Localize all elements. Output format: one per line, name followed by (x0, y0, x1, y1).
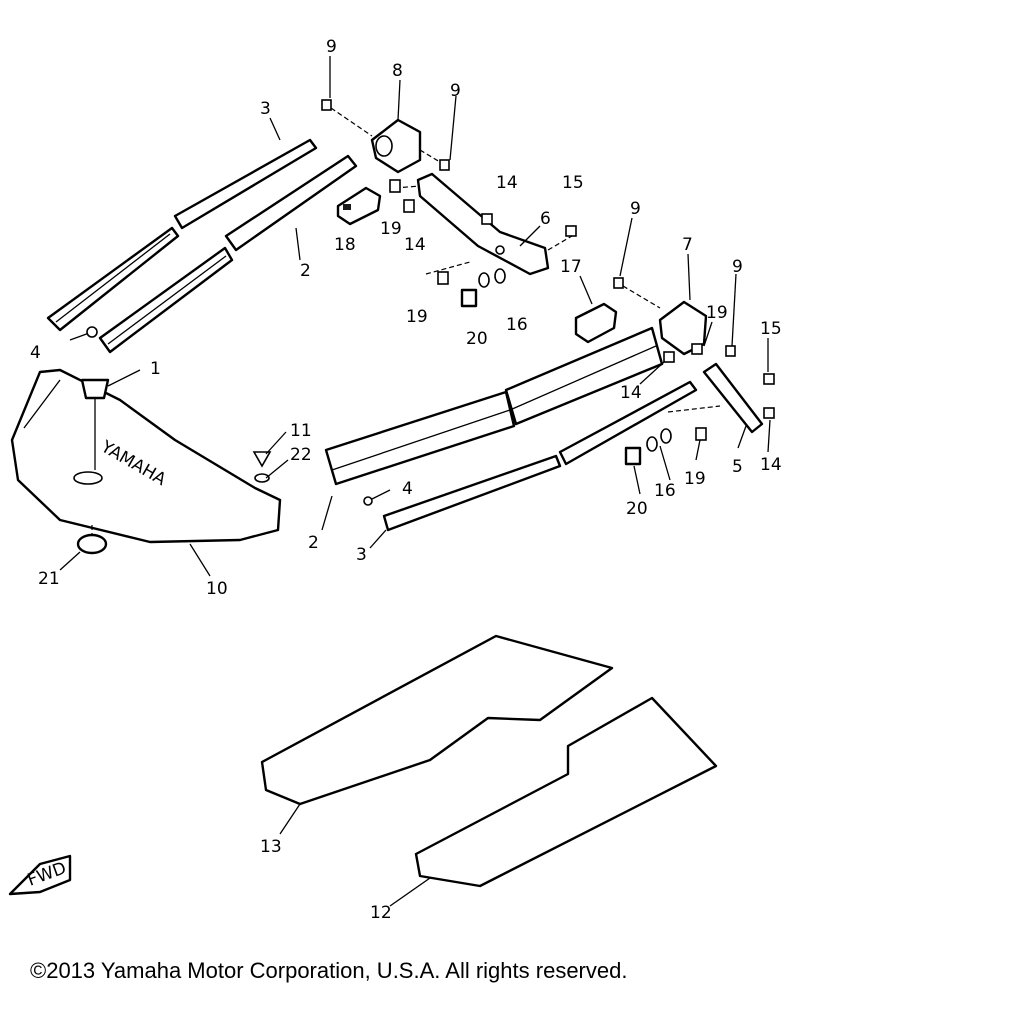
grommet-21 (76, 525, 108, 555)
callout-9: 9 (732, 257, 743, 277)
callout-22: 22 (290, 445, 312, 465)
fitting-18 (336, 186, 382, 226)
callout-15: 15 (562, 173, 584, 193)
cap-1 (80, 378, 110, 470)
callout-4: 4 (30, 343, 41, 363)
rail-2-upper (98, 154, 358, 354)
callout-9: 9 (630, 199, 641, 219)
bolts-14-upper (389, 179, 493, 225)
callout-12: 12 (370, 903, 392, 923)
rail-2-lower (324, 326, 664, 486)
callout-14: 14 (620, 383, 642, 403)
bolt-4-upper (69, 326, 98, 341)
fwd-arrow-icon: FWD (8, 854, 72, 896)
mat-12 (414, 696, 718, 888)
callout-13: 13 (260, 837, 282, 857)
bumper-10: YAMAHA (10, 368, 282, 544)
rail-3-upper (46, 138, 318, 332)
callout-16: 16 (654, 481, 676, 501)
bracket-8 (370, 118, 422, 174)
callout-19: 19 (706, 303, 728, 323)
bolt-15-upper (565, 225, 577, 237)
callout-11: 11 (290, 421, 312, 441)
callout-16: 16 (506, 315, 528, 335)
callout-2: 2 (300, 261, 311, 281)
callout-9: 9 (450, 81, 461, 101)
callout-14: 14 (760, 455, 782, 475)
mat-13 (260, 634, 614, 806)
screw-11 (252, 451, 272, 468)
callout-2: 2 (308, 533, 319, 553)
callout-4: 4 (402, 479, 413, 499)
hardware-19-20-16-lower (624, 427, 707, 466)
copyright-notice: ©2013 Yamaha Motor Corporation, U.S.A. A… (30, 958, 628, 983)
callout-3: 3 (356, 545, 367, 565)
bolt-9-a (321, 99, 373, 137)
callout-19: 19 (406, 307, 428, 327)
callout-9: 9 (326, 37, 337, 57)
callout-19: 19 (684, 469, 706, 489)
callout-21: 21 (38, 569, 60, 589)
callout-7: 7 (682, 235, 693, 255)
callout-10: 10 (206, 579, 228, 599)
callout-labels: 9 8 9 3 14 15 9 6 19 14 18 7 2 17 9 19 1… (30, 37, 782, 923)
callout-19: 19 (380, 219, 402, 239)
callout-6: 6 (540, 209, 551, 229)
callout-17: 17 (560, 257, 582, 277)
washer-22 (254, 473, 270, 483)
callout-14: 14 (404, 235, 426, 255)
leader-lines (59, 56, 771, 907)
bolt-9-b (419, 149, 450, 171)
callout-5: 5 (732, 457, 743, 477)
callout-20: 20 (626, 499, 648, 519)
hardware-19-20-16-upper (437, 268, 506, 308)
callout-14: 14 (496, 173, 518, 193)
bracket-5 (663, 343, 775, 434)
callout-8: 8 (392, 61, 403, 81)
fitting-17 (574, 302, 618, 344)
rail-3-lower (382, 380, 698, 532)
callout-3: 3 (260, 99, 271, 119)
bolt-4-lower (363, 489, 391, 506)
parts-diagram: YAMAHA FWD (8, 37, 782, 923)
callout-15: 15 (760, 319, 782, 339)
callout-1: 1 (150, 359, 161, 379)
callout-18: 18 (334, 235, 356, 255)
callout-20: 20 (466, 329, 488, 349)
